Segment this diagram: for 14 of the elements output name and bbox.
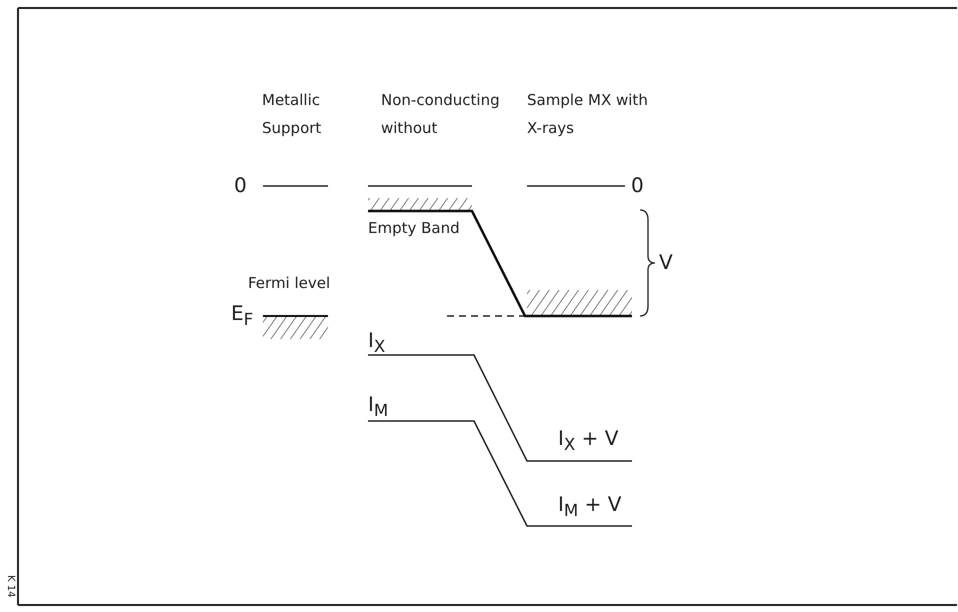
level-symbol: I$_{X}$ + V	[558, 425, 618, 456]
level-label: 0	[234, 172, 247, 199]
column-heading: Non-conducting without	[381, 90, 501, 139]
level-symbol: I$_{M}$ + V	[558, 491, 622, 522]
band-label: Empty Band	[368, 218, 460, 239]
level-label: 0	[631, 172, 644, 199]
level-symbol: I$_{X}$	[368, 327, 386, 358]
level-symbol: I$_{M}$	[368, 391, 388, 422]
margin-note: K 14	[4, 575, 16, 598]
level-symbol: E$_{F}$	[231, 300, 254, 331]
level-label: Fermi level	[248, 273, 330, 294]
column-heading: Sample MX with X-rays	[527, 90, 649, 139]
potential-label: V	[659, 249, 673, 276]
column-heading: Metallic Support	[262, 90, 322, 139]
